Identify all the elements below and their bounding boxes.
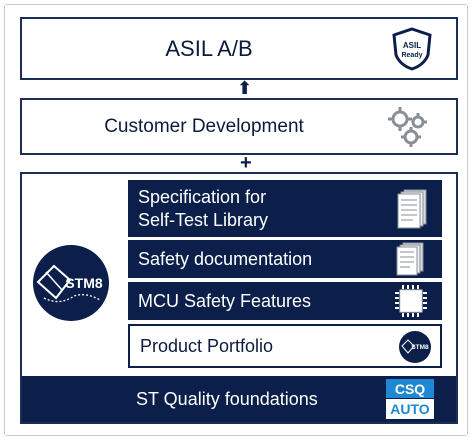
- csq-text: CSQ: [395, 381, 425, 397]
- document-stack-icon: [396, 242, 424, 276]
- spec-line1: Specification for: [138, 186, 267, 207]
- product-portfolio-layer: Product Portfolio STM8: [128, 324, 442, 368]
- up-arrow: ⬆: [237, 78, 253, 98]
- stm8-small-logo-icon: STM8: [399, 331, 431, 363]
- safety-documentation-label: Safety documentation: [138, 248, 313, 269]
- diagram-frame: [4, 4, 468, 436]
- badge-line2: Ready: [401, 52, 422, 59]
- self-test-library-layer: Specification for Self-Test Library: [128, 180, 442, 237]
- csq-auto-badge: CSQ AUTO: [386, 379, 434, 419]
- quality-foundation-label: ST Quality foundations: [136, 388, 318, 409]
- spec-line2: Self-Test Library: [138, 209, 269, 230]
- plus-sign: +: [240, 152, 252, 174]
- customer-development-label: Customer Development: [104, 115, 304, 137]
- gears-icon: [388, 107, 427, 147]
- safety-documentation-layer: Safety documentation: [128, 240, 442, 278]
- asil-box: ASIL A/B ASIL Ready: [20, 17, 458, 80]
- chip-icon: [395, 285, 427, 317]
- auto-text: AUTO: [390, 401, 430, 417]
- document-stack-icon: [397, 189, 427, 229]
- stm8-logo-text: STM8: [65, 275, 103, 291]
- product-stack-box: STM8 Specification for Self-Test Library…: [20, 172, 458, 424]
- stm8-logo-icon: STM8: [33, 245, 109, 321]
- customer-development-box: Customer Development: [20, 98, 458, 155]
- stm8-small-logo-text: STM8: [411, 344, 429, 351]
- asil-title: ASIL A/B: [165, 35, 253, 61]
- quality-foundation-bar: ST Quality foundations CSQ AUTO: [22, 376, 456, 422]
- mcu-safety-features-label: MCU Safety Features: [138, 290, 312, 311]
- shield-icon: ASIL Ready: [392, 27, 432, 71]
- badge-line1: ASIL: [403, 41, 421, 50]
- mcu-safety-features-layer: MCU Safety Features: [128, 282, 442, 320]
- product-portfolio-label: Product Portfolio: [140, 335, 274, 356]
